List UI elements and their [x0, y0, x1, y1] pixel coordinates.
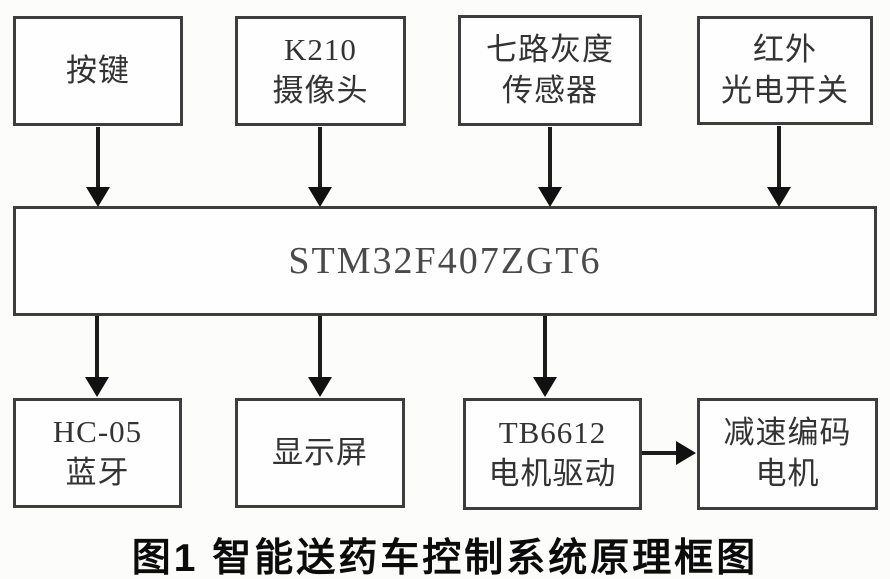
node-gear-encoder-motor-label: 减速编码 电机: [723, 415, 852, 491]
arrow-ir-photo-switch-to-mcu: [767, 126, 791, 207]
arrow-grayscale-sensor-to-mcu: [538, 127, 562, 207]
arrow-mcu-to-tb6612-motor-driver: [533, 316, 557, 397]
node-tb6612-motor-driver-label: TB6612 电机驱动: [488, 415, 617, 491]
node-keypad-label: 按键: [66, 52, 130, 88]
node-k210-camera-label: K210 摄像头: [272, 32, 369, 108]
node-keypad: 按键: [13, 16, 183, 126]
arrow-tb6612-to-gear-encoder-motor: [642, 441, 696, 465]
node-hc05-bluetooth-label: HC-05 蓝牙: [52, 414, 143, 490]
node-hc05-bluetooth: HC-05 蓝牙: [13, 398, 182, 508]
node-display-screen-label: 显示屏: [272, 434, 368, 470]
arrow-mcu-to-hc05-bluetooth: [85, 316, 109, 397]
arrow-mcu-to-display-screen: [308, 316, 332, 397]
node-grayscale-sensor: 七路灰度 传感器: [458, 15, 642, 126]
node-display-screen: 显示屏: [235, 398, 405, 508]
node-ir-photo-switch: 红外 光电开关: [697, 16, 873, 125]
figure-caption: 图1 智能送药车控制系统原理框图: [131, 537, 759, 579]
node-grayscale-sensor-label: 七路灰度 传感器: [486, 31, 614, 108]
node-k210-camera: K210 摄像头: [235, 16, 406, 126]
node-tb6612-motor-driver: TB6612 电机驱动: [463, 398, 642, 510]
node-mcu-label: STM32F407ZGT6: [288, 239, 602, 282]
node-gear-encoder-motor: 减速编码 电机: [697, 398, 878, 510]
arrow-k210-camera-to-mcu: [308, 127, 332, 207]
node-ir-photo-switch-label: 红外 光电开关: [721, 31, 849, 108]
node-mcu-stm32f407zgt6: STM32F407ZGT6: [13, 206, 877, 316]
arrow-keypad-to-mcu: [86, 127, 110, 207]
